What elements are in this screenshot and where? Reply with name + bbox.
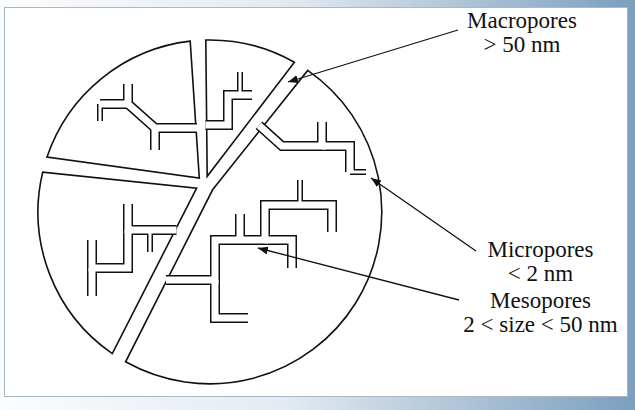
particle-fragment (47, 41, 199, 178)
leader-arrow (258, 248, 459, 300)
callout-label: Mesopores 2 < size < 50 nm (461, 289, 620, 337)
callout-label: Micropores < 2 nm (485, 238, 596, 286)
mesopore-channel (89, 268, 96, 296)
mesopore-wall (215, 280, 248, 318)
mesopore-wall (259, 122, 322, 146)
mesopore-wall (92, 230, 128, 268)
micropore-wall (297, 180, 303, 205)
mesopore-channel (92, 230, 128, 268)
mesopore-channel (206, 95, 253, 125)
mesopore-channel (300, 205, 332, 232)
callout-label: Macropores > 50 nm (465, 9, 579, 57)
micropore-channel (239, 72, 242, 95)
mesopore-wall (265, 240, 292, 268)
micropore-channel (99, 104, 102, 121)
mesopore-wall (300, 205, 332, 232)
mesopore-wall (322, 146, 350, 172)
leader-arrow (371, 178, 476, 251)
mesopore-channel (265, 240, 292, 268)
mesopore-wall (206, 95, 253, 125)
micropore-channel (350, 171, 366, 174)
wrap-spacer (593, 289, 620, 313)
micropore-channel (149, 230, 152, 252)
mesopore-wall (128, 84, 197, 128)
wrap-spacer (461, 289, 488, 313)
particle-fragment (38, 172, 197, 354)
particle-fragment (126, 70, 382, 383)
mesopore-wall (235, 214, 245, 240)
mesopore-channel (128, 204, 177, 230)
mesopore-wall (87, 268, 97, 296)
mesopore-channel (100, 101, 128, 108)
leader-arrow (288, 30, 458, 82)
mesopore-channel (322, 146, 350, 172)
mesopore-channel (237, 214, 244, 240)
mesopore-channel (152, 128, 159, 150)
mesopore-channel (215, 280, 248, 318)
mesopore-channel (128, 84, 197, 128)
mesopore-wall (150, 128, 160, 150)
mesopore-channel (166, 205, 300, 280)
mesopore-wall (166, 205, 300, 280)
mesopore-channel (259, 122, 322, 146)
micropore-channel (299, 180, 302, 205)
mesopore-wall (100, 99, 128, 109)
mesopore-wall (128, 204, 177, 230)
